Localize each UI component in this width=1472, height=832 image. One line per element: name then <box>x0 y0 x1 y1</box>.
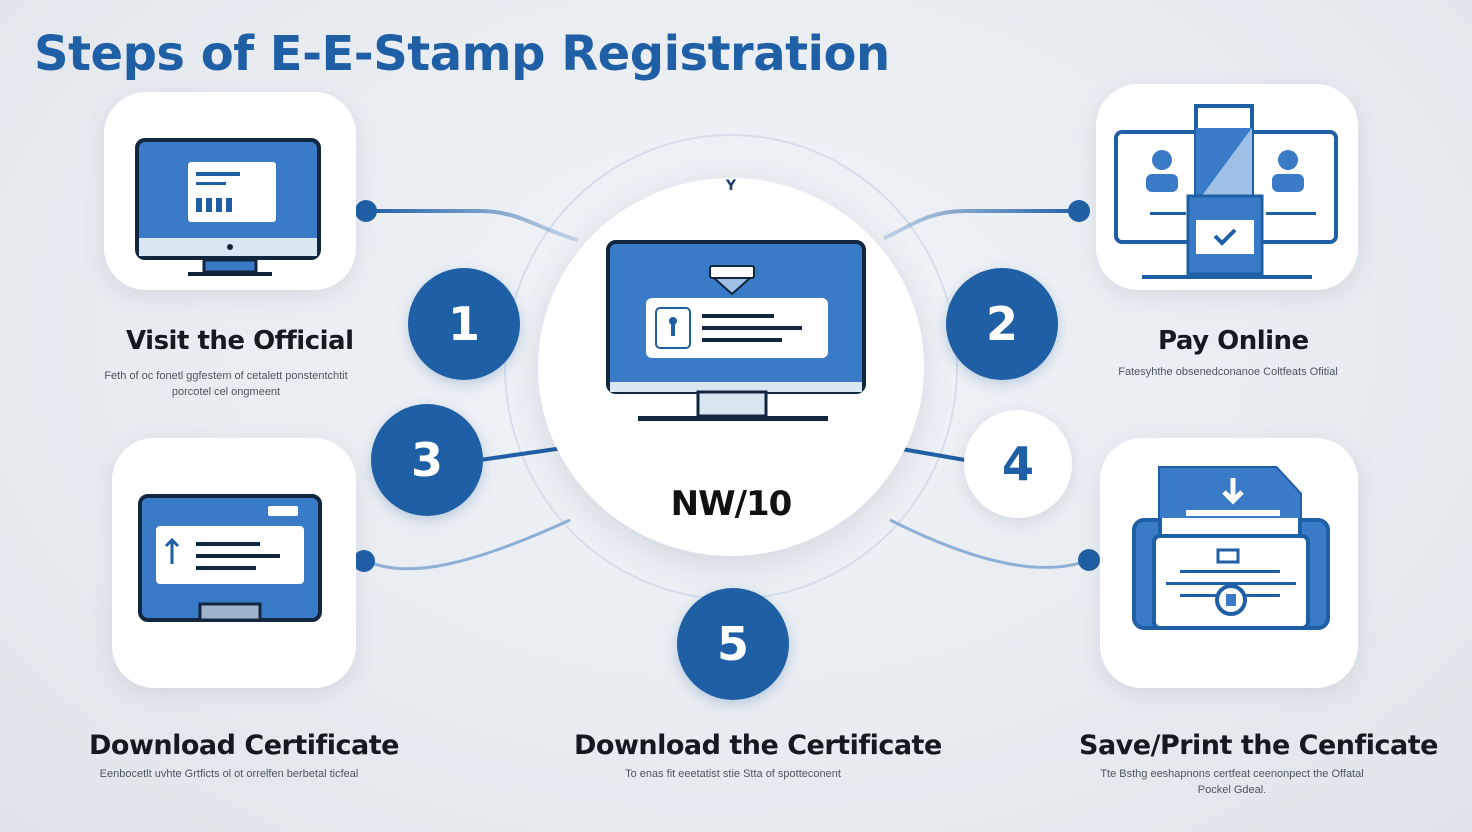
step-2-badge: 2 <box>946 268 1058 380</box>
central-hub: Y NW/10 <box>538 178 924 556</box>
connector-dot-3 <box>353 550 375 572</box>
step-2-caption: Fatesyhthe obsenedconanoe Coltfeats Ofit… <box>1098 364 1358 380</box>
step-2-caption-line-1: Fatesyhthe obsenedconanoe Coltfeats Ofit… <box>1118 366 1338 378</box>
step-5-badge: 5 <box>677 588 789 700</box>
connector-dot-2 <box>1068 200 1090 222</box>
hub-pointer-label: Y <box>725 178 737 194</box>
payment-users-icon <box>1114 104 1338 279</box>
connector-dot-4 <box>1078 549 1100 571</box>
step-4-card <box>1100 438 1358 688</box>
step-3-card <box>112 438 356 688</box>
step-1-caption: Feth of oc fonetl ggfestem of cetalett p… <box>86 368 366 400</box>
step-5-caption: To enas fit eeetatist stie Stta of spott… <box>620 766 846 782</box>
step-5-title: Download the Certificate <box>574 730 942 761</box>
monitor-form-icon <box>135 138 321 276</box>
step-4-title: Save/Print the Cenficate <box>1079 730 1438 761</box>
hub-code-label: NW/10 <box>670 484 793 524</box>
step-3-caption: Eenbocetlt uvhte Grtficts ol ot orrelfen… <box>82 766 376 782</box>
step-1-badge: 1 <box>408 268 520 380</box>
step-2-card <box>1096 84 1358 290</box>
step-1-title: Visit the Official <box>126 326 354 356</box>
step-1-caption-line-1: Feth of oc fonetl ggfestem of cetalett p… <box>104 370 348 382</box>
step-5-caption-line-1: To enas fit eeetatist stie Stta of spott… <box>625 768 841 780</box>
step-3-title: Download Certificate <box>89 730 399 761</box>
step-1-card <box>104 92 356 290</box>
page-title: Steps of E-E-Stamp Registration <box>34 26 890 82</box>
hub-monitor-icon: Y <box>606 178 866 421</box>
step-4-badge: 4 <box>964 410 1072 518</box>
certificate-download-icon <box>1132 466 1330 630</box>
step-4-caption-line-1: Tte Bsthg eeshapnons certfeat ceenonpect… <box>1100 768 1364 780</box>
step-1-caption-line-2: porcotel cel ongmeent <box>171 386 281 398</box>
step-3-badge: 3 <box>371 404 483 516</box>
step-4-caption: Tte Bsthg eeshapnons certfeat ceenonpect… <box>1086 766 1378 798</box>
step-3-caption-line-1: Eenbocetlt uvhte Grtficts ol ot orrelfen… <box>99 768 359 780</box>
step-4-caption-line-2: Pockel Gdeal. <box>1197 784 1267 796</box>
step-2-title: Pay Online <box>1158 326 1309 356</box>
connector-dot-1 <box>355 200 377 222</box>
monitor-document-icon <box>138 494 322 622</box>
